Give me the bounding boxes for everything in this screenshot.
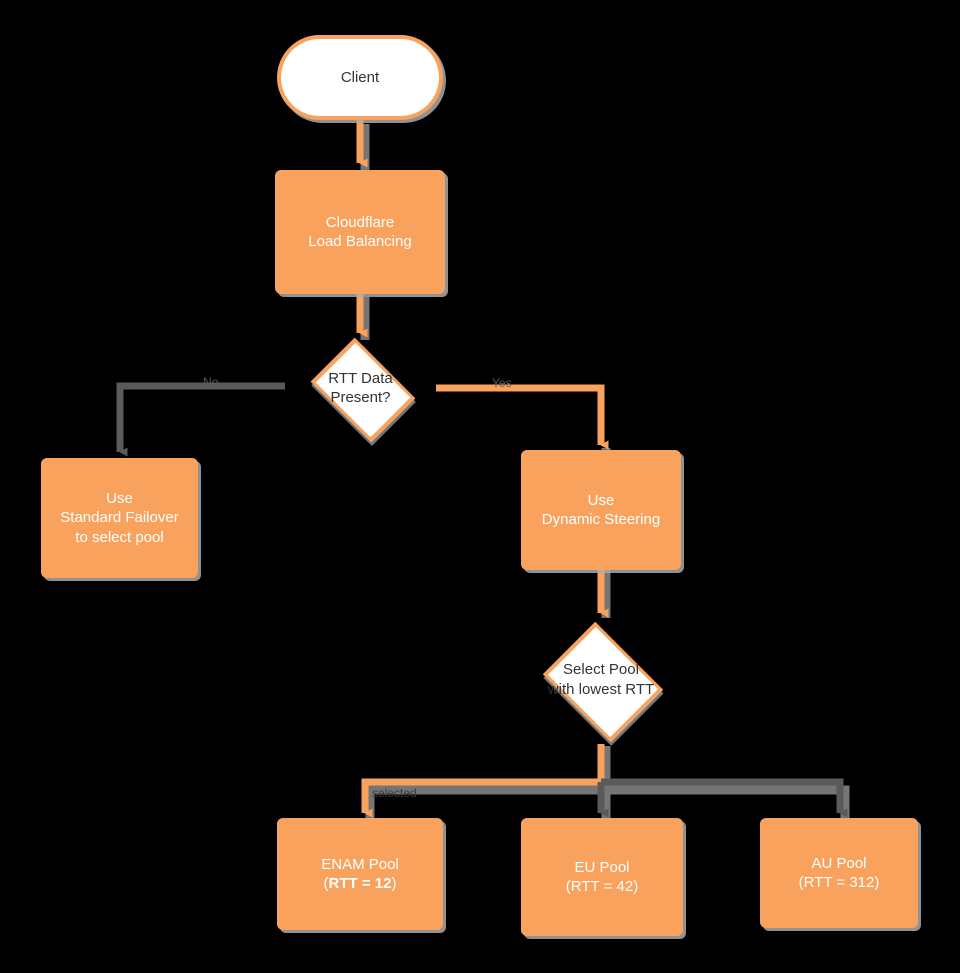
node-dynamic-steering-line2: Dynamic Steering [541, 511, 661, 528]
rtt-data-present-diamond [310, 337, 415, 443]
node-client-label: Client [340, 68, 380, 86]
node-rtt-data-present[interactable]: RTT Data Present? [283, 332, 438, 444]
node-au-paren-open: ( [798, 874, 804, 891]
node-standard-failover-label: Use Standard Failover to select pool [60, 489, 178, 547]
node-client[interactable]: Client [277, 35, 443, 120]
node-standard-failover-line3: to select pool [75, 528, 164, 546]
node-enam-paren-close: ) [391, 875, 397, 892]
node-enam-pool-line1: ENAM Pool [321, 855, 399, 873]
node-au-pool[interactable]: AU Pool (RTT = 312) [760, 818, 918, 928]
node-load-balancing[interactable]: Cloudflare Load Balancing [275, 170, 445, 294]
node-dynamic-steering[interactable]: Use Dynamic Steering [521, 450, 681, 570]
node-enam-pool[interactable]: ENAM Pool (RTT = 12) [277, 818, 443, 930]
node-load-balancing-line2: Load Balancing [308, 233, 412, 250]
node-standard-failover-line2: Standard Failover [60, 509, 179, 527]
node-load-balancing-label: Cloudflare Load Balancing [308, 213, 411, 251]
node-eu-rtt-value: RTT = 42 [570, 878, 634, 895]
edge-rttcheck-yes-to-dynamic [436, 384, 609, 450]
node-au-pool-line1: AU Pool [811, 854, 867, 872]
node-au-rtt-value: RTT = 312 [803, 874, 875, 891]
node-enam-paren-open: ( [323, 875, 329, 892]
node-load-balancing-line1: Cloudflare [325, 213, 395, 231]
node-enam-pool-label: ENAM Pool (RTT = 12) [321, 855, 399, 893]
node-enam-rtt-value: RTT = 12 [328, 875, 392, 892]
node-eu-paren-open: ( [565, 878, 571, 895]
node-enam-pool-line2: (RTT = 12) [321, 874, 399, 893]
edge-label-selected: selected [372, 786, 417, 800]
node-standard-failover-line1: Use [106, 490, 133, 508]
node-eu-pool[interactable]: EU Pool (RTT = 42) [521, 818, 683, 936]
edge-selectpool-to-enam [361, 744, 605, 818]
node-eu-pool-label: EU Pool (RTT = 42) [566, 858, 638, 896]
node-au-pool-line2: (RTT = 312) [799, 873, 880, 892]
node-eu-pool-line2: (RTT = 42) [566, 877, 638, 896]
node-standard-failover[interactable]: Use Standard Failover to select pool [41, 458, 198, 578]
node-eu-paren-close: ) [633, 878, 639, 895]
select-pool-diamond [542, 621, 664, 742]
node-select-pool[interactable]: Select Pool with lowest RTT [513, 613, 689, 746]
node-dynamic-steering-label: Use Dynamic Steering [542, 491, 660, 529]
node-au-pool-label: AU Pool (RTT = 312) [799, 854, 880, 892]
edge-selectpool-to-au [601, 778, 848, 818]
edge-rttcheck-no-to-failover [116, 382, 285, 457]
node-dynamic-steering-line1: Use [587, 491, 615, 509]
edge-label-yes: Yes [492, 376, 512, 390]
edge-label-no: No [203, 375, 219, 389]
node-au-paren-close: ) [874, 874, 880, 891]
node-eu-pool-line1: EU Pool [574, 858, 630, 876]
